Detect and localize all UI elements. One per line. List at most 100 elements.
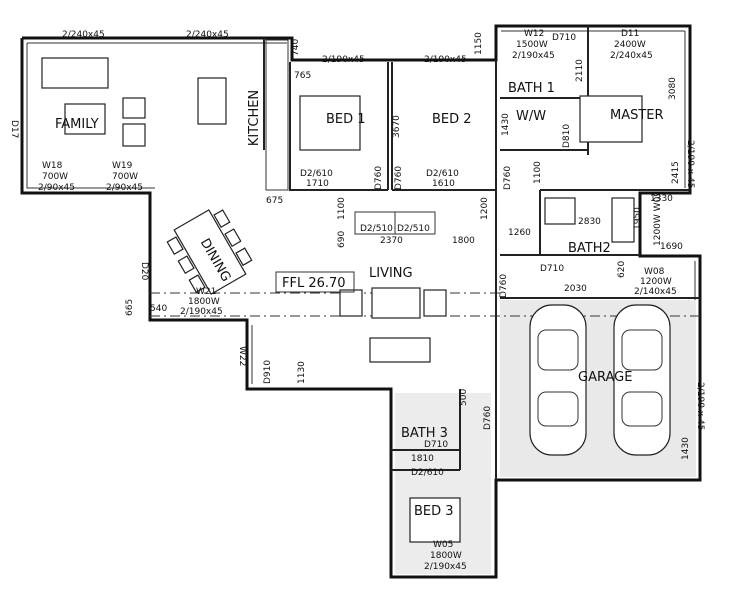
- dim-w09: 1200W W09: [653, 191, 663, 246]
- dim-3080: 3080: [668, 77, 678, 100]
- dim-1260: 1260: [508, 228, 531, 238]
- dim-d760-b: D760: [394, 166, 404, 190]
- bed1-bed: [299, 95, 361, 151]
- dim-1800: 1800: [452, 236, 475, 246]
- window-w18-id: W18: [42, 161, 63, 171]
- window-w12-width: 1500W: [516, 40, 548, 50]
- dim-d2-610-c: D2/610: [411, 468, 444, 478]
- room-master: MASTER: [610, 108, 664, 123]
- dim-2030: 2030: [564, 284, 587, 294]
- ffl-box: [275, 271, 355, 293]
- dim-d760-d: D760: [499, 274, 509, 298]
- window-w12-spec: 2/190x45: [512, 51, 555, 61]
- dim-2830: 2830: [578, 217, 601, 227]
- living-sofa: [371, 287, 421, 319]
- room-family: FAMILY: [55, 117, 99, 132]
- dim-2-190x45-a: 2/190 x 45: [685, 140, 695, 188]
- dim-2-190x45-b: 2/190 x 45: [695, 382, 705, 430]
- dim-665: 665: [125, 299, 135, 316]
- dim-540: 540: [150, 304, 167, 314]
- dining-table: [166, 209, 253, 295]
- dim-d810: D810: [562, 124, 572, 148]
- window-d11-spec: 2/240x45: [610, 51, 653, 61]
- dim-690: 690: [337, 231, 347, 248]
- dim-2370: 2370: [380, 236, 403, 246]
- room-garage: GARAGE: [578, 370, 632, 385]
- dim-top-2: 2/240x45: [186, 30, 229, 40]
- dim-1430-a: 1430: [501, 113, 511, 136]
- dim-1330: 1330: [650, 194, 673, 204]
- dim-1950: 1950: [633, 207, 643, 230]
- dim-675: 675: [266, 196, 283, 206]
- dim-d2-510-a: D2/510: [360, 224, 393, 234]
- window-w18-spec: 2/90x45: [38, 183, 75, 193]
- dim-w22: W22: [237, 346, 247, 366]
- room-bed2: BED 2: [432, 112, 472, 127]
- window-w05-spec: 2/190x45: [424, 562, 467, 572]
- window-w19-id: W19: [112, 161, 133, 171]
- window-w21-spec: 2/190x45: [180, 307, 223, 317]
- dim-d2-510-b: D2/510: [397, 224, 430, 234]
- window-d11-id: D11: [621, 29, 639, 39]
- dim-d17: D17: [9, 120, 19, 138]
- dim-d710-a: D710: [552, 33, 576, 43]
- dim-1150: 1150: [474, 32, 484, 55]
- dim-top-4: 2/190x45: [424, 55, 467, 65]
- dim-d760-c: D760: [503, 166, 513, 190]
- window-w21-id: W21: [196, 287, 216, 297]
- dim-1100-b: 1100: [337, 197, 347, 220]
- room-bed1: BED 1: [326, 112, 366, 127]
- dim-1810: 1810: [411, 454, 434, 464]
- dim-d710-b: D710: [540, 264, 564, 274]
- dim-1430-b: 1430: [681, 437, 691, 460]
- garage-cars: [529, 304, 671, 456]
- dim-2110: 2110: [575, 59, 585, 82]
- window-w05-id: W05: [433, 540, 453, 550]
- room-ww: W/W: [516, 109, 546, 124]
- dimension-labels: 2/240x45 2/240x45 740 2/190x45 2/190x45 …: [9, 30, 705, 478]
- dim-1610: 1610: [432, 179, 455, 189]
- dim-1200: 1200: [480, 197, 490, 220]
- room-living: LIVING: [369, 266, 413, 281]
- dim-2415: 2415: [671, 161, 681, 184]
- dim-620: 620: [617, 261, 627, 278]
- window-labels: W18 700W 2/90x45 W19 700W 2/90x45 W12 15…: [38, 29, 677, 572]
- dim-1710: 1710: [306, 179, 329, 189]
- dim-d760-a: D760: [374, 166, 384, 190]
- dim-3670: 3670: [392, 115, 402, 138]
- window-w19-width: 700W: [112, 172, 138, 182]
- master-bed: [579, 95, 643, 143]
- dim-d710-c: D710: [424, 440, 448, 450]
- dim-1100-a: 1100: [533, 161, 543, 184]
- dim-top-1: 2/240x45: [62, 30, 105, 40]
- window-w12-id: W12: [524, 29, 544, 39]
- dim-1690: 1690: [660, 242, 683, 252]
- window-w08-width: 1200W: [640, 277, 672, 287]
- room-bath1: BATH 1: [508, 81, 555, 96]
- dim-d910: D910: [263, 360, 273, 384]
- window-w21-width: 1800W: [188, 297, 220, 307]
- bath-tub: [611, 197, 635, 243]
- interior-walls: [263, 26, 700, 480]
- dim-d760-e: D760: [483, 406, 493, 430]
- window-d11-width: 2400W: [614, 40, 646, 50]
- furniture: [41, 57, 643, 543]
- dim-740: 740: [291, 39, 301, 56]
- living-sofa-2: [369, 337, 431, 363]
- room-bath2: BATH2: [568, 241, 611, 256]
- shower: [544, 197, 576, 225]
- coffee-table: [64, 103, 106, 135]
- dim-765: 765: [294, 71, 311, 81]
- sofa: [41, 57, 109, 89]
- dim-top-3: 2/190x45: [322, 55, 365, 65]
- dim-d20: D20: [139, 262, 149, 281]
- room-kitchen: KITCHEN: [247, 90, 262, 146]
- dim-d2-610-a: D2/610: [300, 169, 333, 179]
- window-w05-width: 1800W: [430, 551, 462, 561]
- window-w18-width: 700W: [42, 172, 68, 182]
- window-w19-spec: 2/90x45: [106, 183, 143, 193]
- room-bath3: BATH 3: [401, 426, 448, 441]
- kitchen-island: [197, 77, 227, 125]
- dim-1130: 1130: [297, 361, 307, 384]
